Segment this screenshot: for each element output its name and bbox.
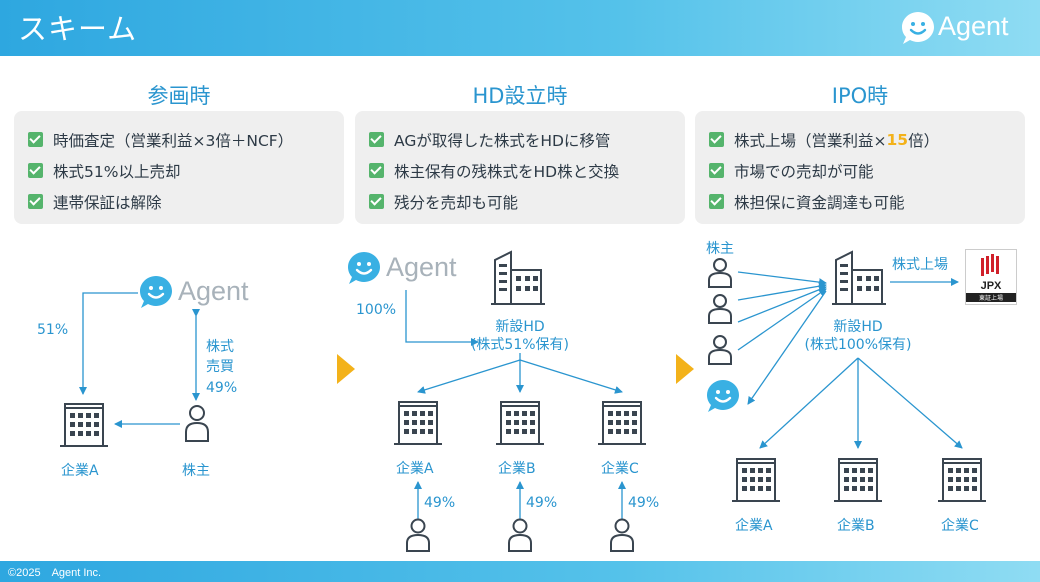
- step-arrow-icon: [337, 354, 355, 384]
- person-icon: [406, 518, 430, 552]
- smiley-bubble-icon: [707, 380, 739, 412]
- list-item: 連帯保証は解除: [28, 186, 344, 217]
- company-label: 企業C: [941, 518, 979, 534]
- checkbox-icon: [28, 163, 43, 178]
- jpx-logo: JPX 東証上場: [965, 249, 1017, 305]
- agent-logo: Agent: [138, 274, 263, 314]
- ownership-label: 49%: [424, 495, 456, 511]
- company-building-icon: [938, 458, 986, 502]
- company-building-icon: [598, 401, 646, 445]
- jpx-text: JPX: [980, 280, 1002, 292]
- shareholder-label: 株主: [182, 463, 210, 479]
- logo-text: Agent: [938, 11, 1009, 41]
- person-icon: [185, 405, 209, 442]
- list-item: 株式51%以上売却: [28, 155, 344, 186]
- list-item: 時価査定（営業利益×3倍＋NCF）: [28, 124, 344, 155]
- shareholder-label: 株主: [706, 241, 734, 257]
- step-arrow-icon: [676, 354, 694, 384]
- listing-label: 株式上場: [892, 257, 948, 273]
- company-building-icon: [60, 403, 108, 447]
- checkbox-icon: [369, 194, 384, 209]
- list-item: 株担保に資金調達も可能: [709, 186, 1025, 217]
- hd-building-icon: [491, 250, 545, 305]
- person-icon: [610, 518, 634, 552]
- person-icon: [508, 518, 532, 552]
- ownership-label: 49%: [526, 495, 558, 511]
- checklist-join: 時価査定（営業利益×3倍＋NCF） 株式51%以上売却 連帯保証は解除: [14, 111, 344, 224]
- list-item: 株主保有の残株式をHD株と交換: [369, 155, 685, 186]
- list-item: 市場での売却が可能: [709, 155, 1025, 186]
- company-building-icon: [394, 401, 442, 445]
- smiley-bubble-icon: [140, 276, 172, 308]
- checkbox-icon: [709, 132, 724, 147]
- column-title-ipo: IPO時: [831, 84, 889, 108]
- hd-name-label: 新設HD: [495, 319, 545, 335]
- footer-bar: ©2025 Agent Inc.: [0, 561, 1040, 582]
- person-icon: [708, 294, 732, 324]
- agent-logo: Agent: [900, 10, 1030, 46]
- smiley-bubble-icon: [902, 12, 934, 44]
- trade-label: 株式: [206, 339, 234, 355]
- checkbox-icon: [369, 132, 384, 147]
- column-title-join: 参画時: [147, 84, 211, 108]
- company-building-icon: [834, 458, 882, 502]
- list-item: 残分を売却も可能: [369, 186, 685, 217]
- column-title-hd: HD設立時: [472, 84, 568, 108]
- agent-logo: Agent: [346, 250, 471, 290]
- ownership-label: 51%: [37, 322, 69, 338]
- company-label: 企業A: [735, 518, 773, 534]
- ownership-label: 49%: [206, 380, 238, 396]
- checkbox-icon: [28, 132, 43, 147]
- ownership-label: 100%: [356, 302, 397, 318]
- hd-hold-label: (株式51%保有): [470, 337, 570, 353]
- person-icon: [708, 258, 732, 288]
- checkbox-icon: [709, 194, 724, 209]
- hd-hold-label: (株式100%保有): [804, 337, 912, 353]
- person-icon: [708, 335, 732, 365]
- smiley-bubble-icon: [348, 252, 380, 284]
- checklist-hd: AGが取得した株式をHDに移管 株主保有の残株式をHD株と交換 残分を売却も可能: [355, 111, 685, 224]
- page-title: スキーム: [18, 12, 138, 46]
- company-label: 企業A: [396, 461, 434, 477]
- logo-text: Agent: [178, 276, 249, 306]
- company-label: 企業A: [61, 463, 99, 479]
- company-label: 企業B: [837, 518, 875, 534]
- hd-building-icon: [832, 250, 886, 305]
- hd-name-label: 新設HD: [833, 319, 883, 335]
- list-item: AGが取得した株式をHDに移管: [369, 124, 685, 155]
- company-building-icon: [496, 401, 544, 445]
- ownership-label: 49%: [628, 495, 660, 511]
- company-label: 企業B: [498, 461, 536, 477]
- jpx-mark-icon: [981, 254, 999, 276]
- checkbox-icon: [369, 163, 384, 178]
- checkbox-icon: [709, 163, 724, 178]
- multiplier-highlight: 15: [886, 130, 909, 149]
- jpx-subtext: 東証上場: [966, 293, 1016, 302]
- logo-text: Agent: [386, 252, 457, 282]
- copyright: ©2025 Agent Inc.: [8, 567, 102, 579]
- header-bar: スキーム Agent: [0, 0, 1040, 56]
- checkbox-icon: [28, 194, 43, 209]
- trade-label: 売買: [206, 359, 234, 375]
- company-building-icon: [732, 458, 780, 502]
- company-label: 企業C: [601, 461, 639, 477]
